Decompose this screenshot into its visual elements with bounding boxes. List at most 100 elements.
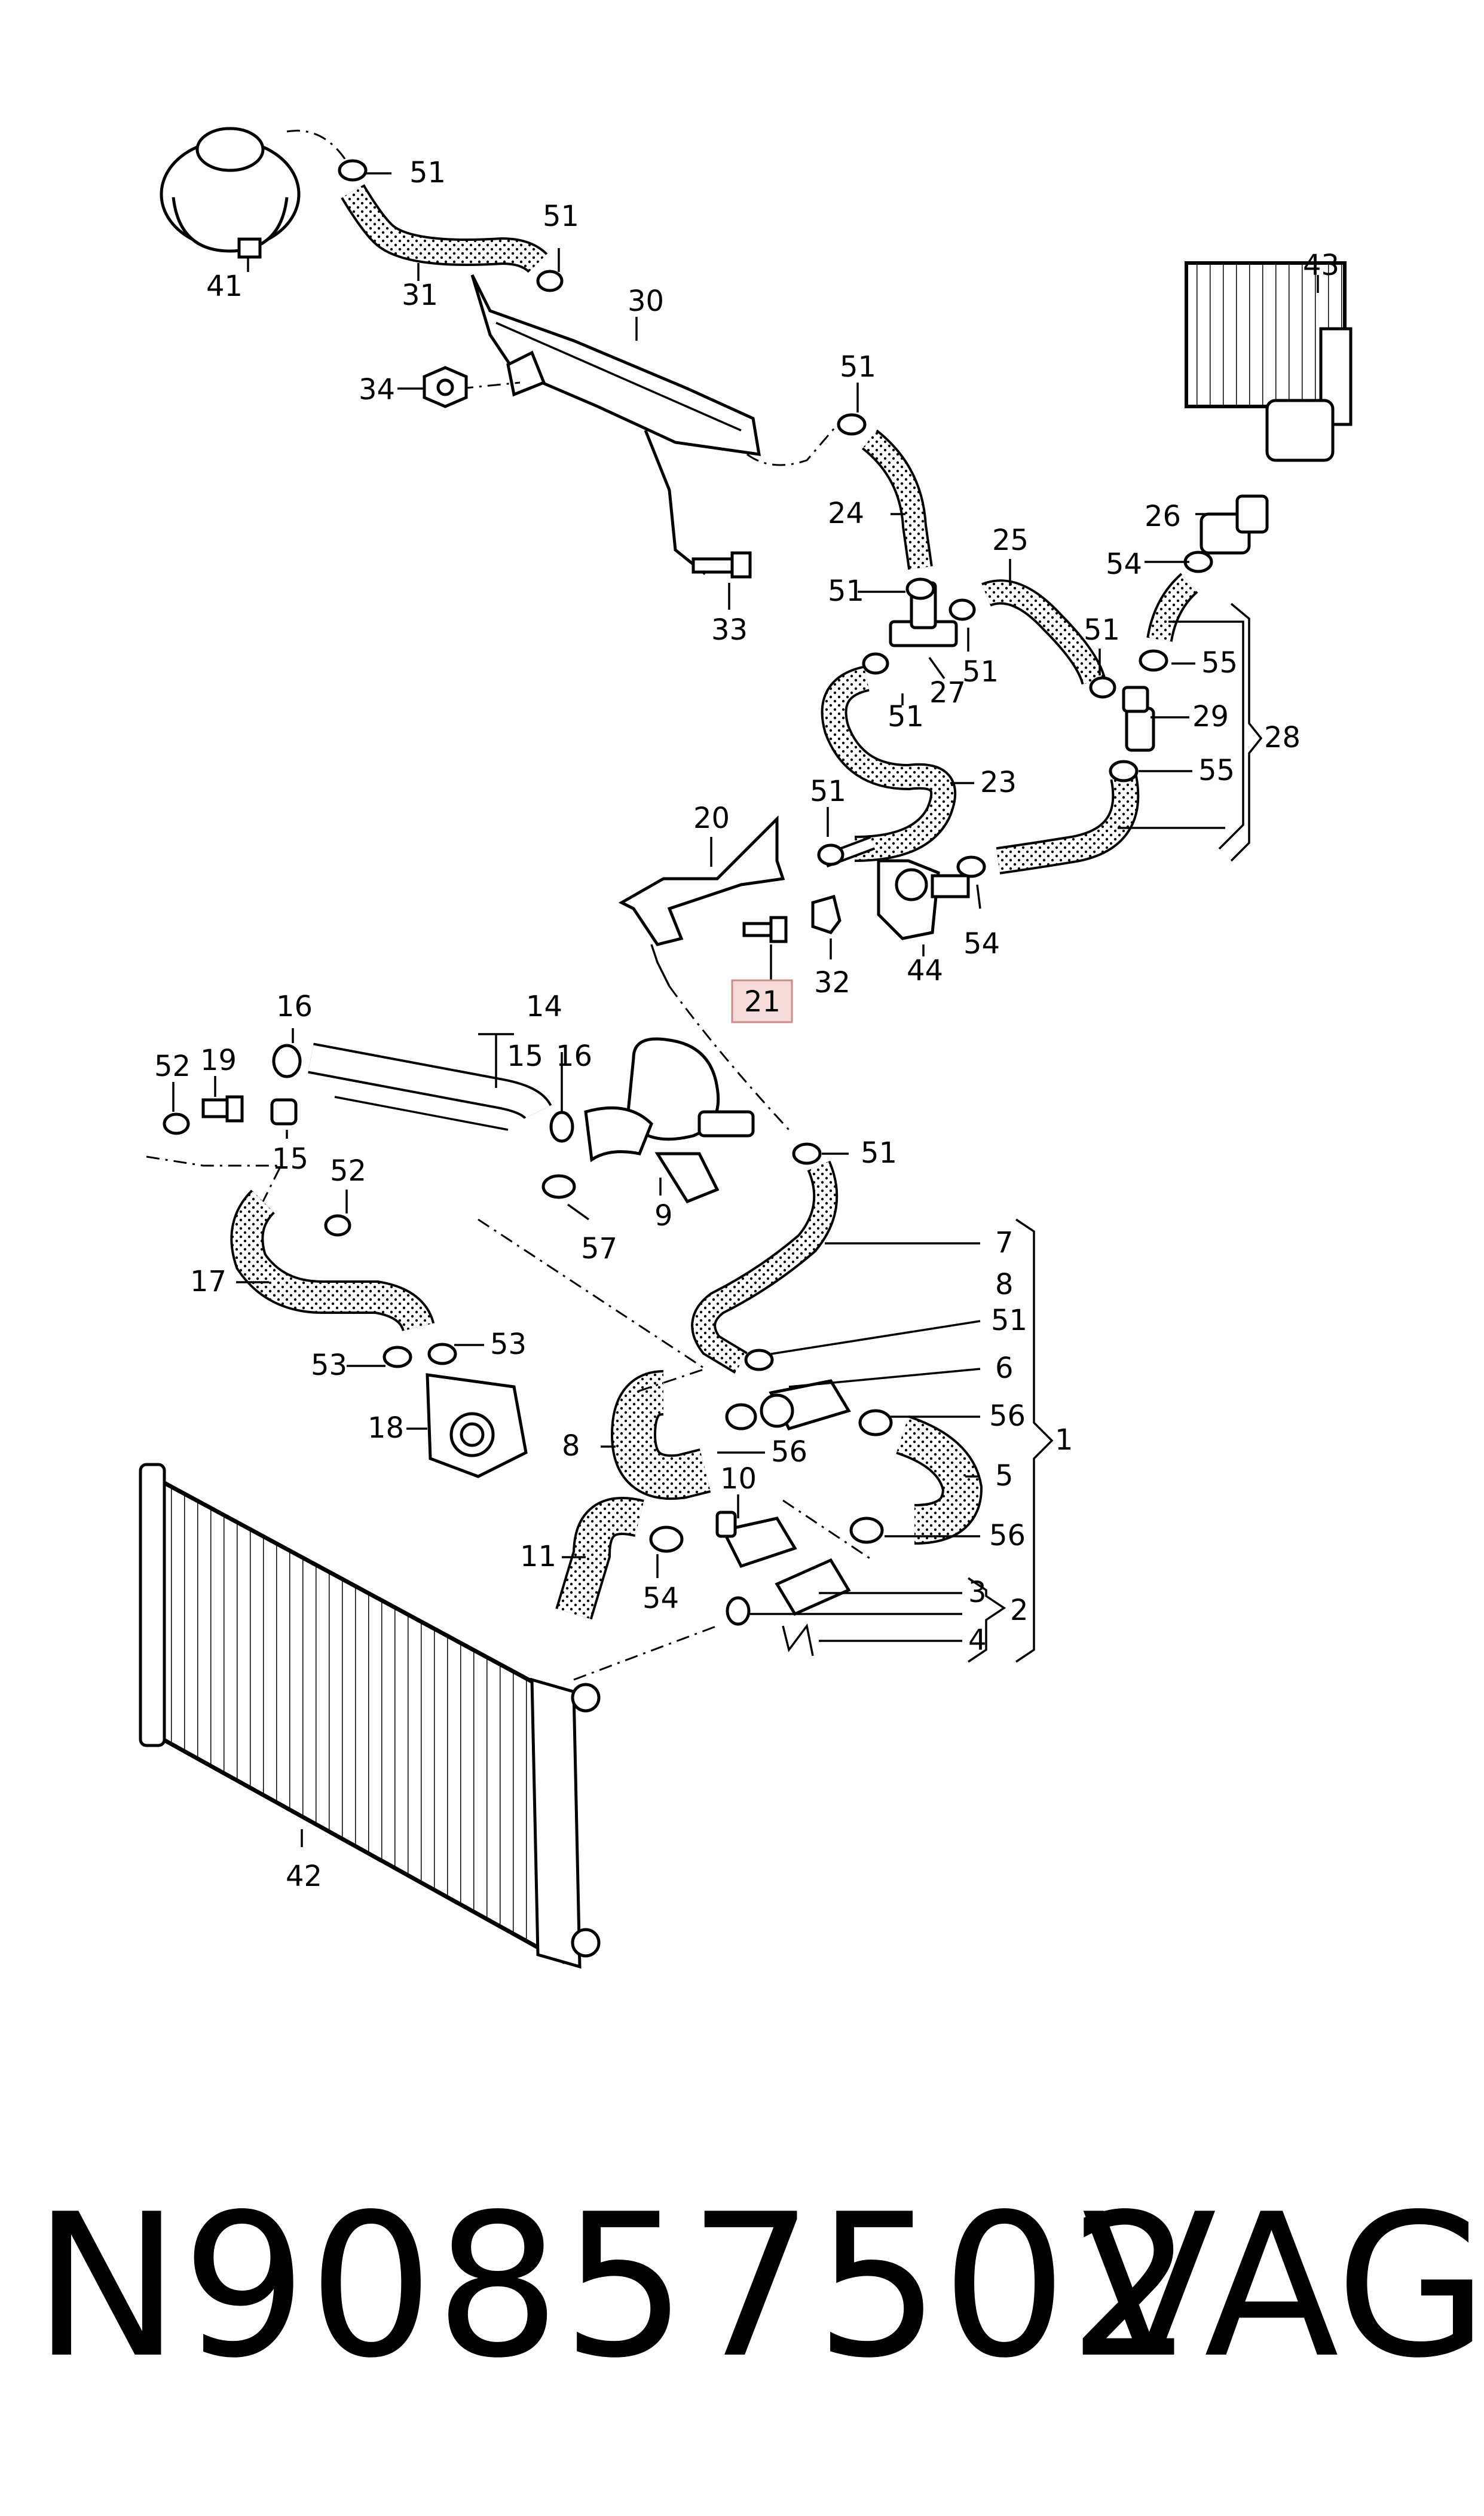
part-label: 51	[1084, 613, 1120, 647]
part-label: 44	[907, 954, 943, 988]
oil-cooler-18	[426, 1373, 528, 1478]
hose-17	[230, 1190, 435, 1332]
part-number: N90857502	[33, 2172, 1195, 2401]
part-label: 51	[810, 775, 846, 808]
heater-core	[1185, 261, 1353, 462]
part-label: 42	[286, 1860, 322, 1893]
part-label: 28	[1264, 721, 1301, 754]
part-label: 10	[720, 1462, 757, 1496]
part-label: 8	[995, 1268, 1014, 1301]
part-labels: 51 41 31 51 30 34 33 43 51 24 26 54 25 5…	[154, 156, 1339, 1893]
flange-44	[877, 859, 970, 940]
part-label: 15	[507, 1040, 543, 1073]
part-label: 52	[330, 1154, 366, 1188]
part-label: 18	[368, 1411, 404, 1445]
part-label: 14	[526, 990, 562, 1023]
part-label: 57	[581, 1232, 617, 1265]
radiator-42	[139, 1463, 601, 1969]
connector-6	[760, 1379, 851, 1430]
highlight-box-21	[731, 979, 793, 1023]
coolant-system-diagram: 51 41 31 51 30 34 33 43 51 24 26 54 25 5…	[139, 127, 1353, 1969]
plug-15	[270, 1098, 298, 1126]
clip-32	[811, 894, 842, 934]
part-label: 53	[490, 1328, 527, 1361]
fitting-3	[775, 1558, 851, 1616]
bracket-20	[618, 815, 785, 987]
part-label: 54	[1106, 548, 1142, 581]
part-label: 32	[814, 966, 850, 999]
part-label: 9	[654, 1199, 673, 1233]
part-label: 21	[744, 985, 781, 1019]
part-label: 43	[1303, 249, 1339, 282]
part-label: 3	[968, 1576, 987, 1609]
part-label: 54	[963, 927, 1000, 961]
bolt-21	[742, 916, 788, 943]
part-label: 51	[828, 574, 864, 608]
part-label: 26	[1145, 500, 1181, 533]
part-label: 52	[154, 1050, 191, 1083]
part-label: 6	[995, 1352, 1014, 1385]
part-label: 51	[861, 1136, 897, 1170]
part-label: 16	[276, 990, 313, 1023]
hose-25	[981, 579, 1106, 685]
hose-28-upper	[1146, 573, 1198, 643]
nut-34	[423, 366, 468, 408]
part-label: 56	[989, 1399, 1026, 1433]
o-ring-16b	[549, 1111, 574, 1143]
part-label: 15	[272, 1142, 308, 1176]
part-label: 56	[771, 1435, 807, 1469]
part-label: 34	[359, 373, 395, 406]
part-label: 19	[200, 1044, 237, 1077]
hose-31	[341, 184, 548, 274]
part-label: 51	[543, 200, 579, 233]
hose-7	[691, 1160, 839, 1374]
hose-23	[821, 665, 957, 862]
part-label: 16	[556, 1040, 592, 1073]
part-label: 25	[992, 524, 1029, 557]
part-label: 4	[968, 1624, 987, 1657]
o-ring-16a	[272, 1044, 302, 1078]
bolt-19	[201, 1095, 244, 1123]
part-label: 27	[929, 676, 966, 710]
part-label: 1	[1055, 1423, 1073, 1457]
bracket-30	[470, 274, 761, 575]
hose-11	[555, 1497, 644, 1620]
connector-26	[1200, 494, 1269, 555]
part-label: 55	[1201, 646, 1238, 680]
part-label: 55	[1198, 754, 1235, 787]
part-label: 51	[409, 156, 446, 189]
hose-8	[610, 1370, 711, 1500]
part-label: 5	[995, 1459, 1014, 1493]
hose-clamp	[163, 159, 1213, 1553]
part-label: 2	[1010, 1594, 1029, 1627]
thermostat-housing-9	[584, 1037, 755, 1204]
part-label: 8	[562, 1429, 580, 1463]
hose-24	[861, 429, 933, 570]
part-label: 23	[980, 766, 1017, 799]
part-label: 30	[628, 285, 664, 318]
o-ring-3	[726, 1596, 751, 1626]
pipe-15	[308, 1043, 552, 1131]
part-label: 11	[520, 1540, 556, 1573]
part-label: 41	[206, 270, 243, 303]
part-label: 29	[1192, 700, 1229, 733]
part-label: 20	[693, 802, 730, 835]
part-label: 17	[190, 1265, 227, 1298]
hose-28-lower	[996, 774, 1140, 875]
hose-5	[895, 1415, 983, 1545]
clip-4	[782, 1623, 814, 1656]
fitting-10	[715, 1511, 797, 1569]
part-label: 53	[311, 1349, 347, 1382]
part-label: 51	[840, 350, 876, 384]
part-label: 51	[962, 655, 999, 689]
connector-29	[1122, 686, 1155, 752]
part-label: 33	[711, 613, 748, 647]
part-label: 54	[642, 1582, 679, 1615]
part-label: 51	[888, 700, 924, 733]
part-label: 7	[995, 1226, 1014, 1259]
part-label: 24	[828, 497, 864, 530]
expansion-tank	[160, 127, 301, 259]
part-label: 51	[991, 1304, 1027, 1337]
part-label: 56	[989, 1519, 1026, 1552]
part-label: 31	[402, 279, 438, 312]
